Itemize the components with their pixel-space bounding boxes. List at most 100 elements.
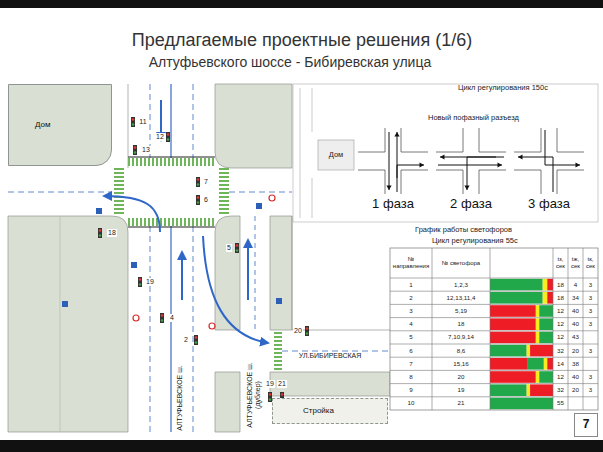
area-label: Дом [35, 120, 50, 129]
road-edge [401, 152, 428, 153]
road-sign [269, 195, 275, 201]
table-cell: 3 [589, 373, 592, 380]
table-cell: 20 [572, 347, 579, 354]
callout-number: 19 [145, 278, 155, 286]
sidewalk-block [215, 84, 292, 168]
road-edge [557, 170, 584, 171]
table-cell: 4 [409, 321, 412, 328]
table-line [390, 291, 598, 292]
table-cell: 38 [572, 360, 579, 367]
slide-bars [0, 440, 603, 452]
arrow-head [576, 162, 581, 167]
table-cell: 3 [409, 307, 412, 314]
signal-bar [490, 292, 543, 304]
arrow-head [440, 154, 445, 159]
callout-number: 6 [203, 196, 209, 204]
sidewalk-block [270, 216, 292, 330]
inset-frame [293, 84, 598, 222]
table-cell: 12,13,11,4 [447, 294, 476, 301]
signal-bar [530, 345, 553, 357]
lane-marking [8, 84, 390, 432]
traffic-signal [138, 277, 142, 287]
arrow-head [518, 154, 523, 159]
road-edge [385, 128, 386, 152]
road-edge [541, 128, 542, 152]
table-cell: 3 [589, 321, 592, 328]
table-cell: 4 [574, 281, 577, 288]
signal-bar [536, 305, 539, 317]
callout-number: 20 [293, 327, 303, 335]
road-edge [358, 170, 385, 171]
signal-table [390, 248, 598, 410]
signal-bar [547, 292, 553, 304]
table-line [583, 248, 584, 410]
signal-bar [539, 371, 553, 383]
callout-number: 12 [155, 133, 165, 141]
inset-frame [318, 140, 354, 170]
table-cell: 40 [572, 307, 579, 314]
signal-bar [530, 384, 553, 396]
slide-number-box: 7 [574, 413, 598, 437]
callout-number: 5 [226, 244, 232, 252]
road-edge [463, 170, 464, 194]
road-sign [62, 195, 282, 329]
table-line [390, 396, 598, 397]
callout-number: 21 [277, 380, 287, 388]
signal-bar [544, 358, 547, 370]
table-cell: 1 [409, 281, 412, 288]
movement-arrow [389, 132, 390, 190]
table-cell: 3 [589, 294, 592, 301]
table-cell: 19 [458, 387, 465, 394]
table-line [390, 344, 598, 345]
table-cell: 12 [557, 307, 564, 314]
signal-bar [490, 318, 536, 330]
table-cell: 7,10,9,14 [448, 334, 474, 341]
arrow-head [464, 186, 469, 191]
callout-number: 19 [265, 380, 275, 388]
table-cell: 10 [408, 400, 415, 407]
table-cell: 18 [557, 294, 564, 301]
table-line [390, 330, 598, 331]
table-cell: 7 [409, 360, 412, 367]
callout-number: 11 [138, 118, 147, 126]
road-sign [62, 301, 68, 307]
signal-bar [527, 384, 530, 396]
callout-number: 18 [107, 229, 117, 237]
sidewalk-block [215, 216, 240, 330]
road-edge [479, 170, 480, 194]
slide-title: Предлагаемые проектные решения (1/6) [132, 30, 472, 51]
signal-bar [490, 398, 553, 410]
arrow-head [386, 186, 391, 191]
table-cell: 18 [557, 281, 564, 288]
table-cell: 5 [409, 334, 412, 341]
table-cell: 14 [557, 360, 564, 367]
lane-marking [150, 84, 193, 432]
signal-bar [539, 305, 553, 317]
table-header: tж, сек [569, 256, 583, 270]
phase-diagram: 2 фаза [436, 128, 506, 216]
signal-bar [547, 279, 553, 291]
road-sign [96, 208, 102, 214]
traffic-signal [160, 313, 164, 323]
road-edge [541, 170, 542, 194]
signal-bar [539, 318, 553, 330]
road-edge [358, 152, 385, 153]
lane-marking [8, 192, 292, 193]
signal-bar [490, 345, 527, 357]
table-line [390, 357, 598, 358]
road-edge [557, 128, 558, 152]
signal-bar [527, 345, 530, 357]
phase-scheme [436, 128, 506, 194]
table-cell: 40 [572, 321, 579, 328]
traffic-signal [166, 132, 170, 142]
traffic-arrow [104, 100, 268, 343]
arrow-head [420, 162, 425, 167]
table-header: № светофора [433, 260, 490, 267]
phase-label: 3 фаза [528, 197, 570, 212]
sidewalk-block [215, 372, 240, 432]
crosswalk [114, 168, 124, 216]
table-line [553, 248, 554, 410]
table-line [390, 278, 598, 279]
table-cell: 34 [572, 294, 579, 301]
